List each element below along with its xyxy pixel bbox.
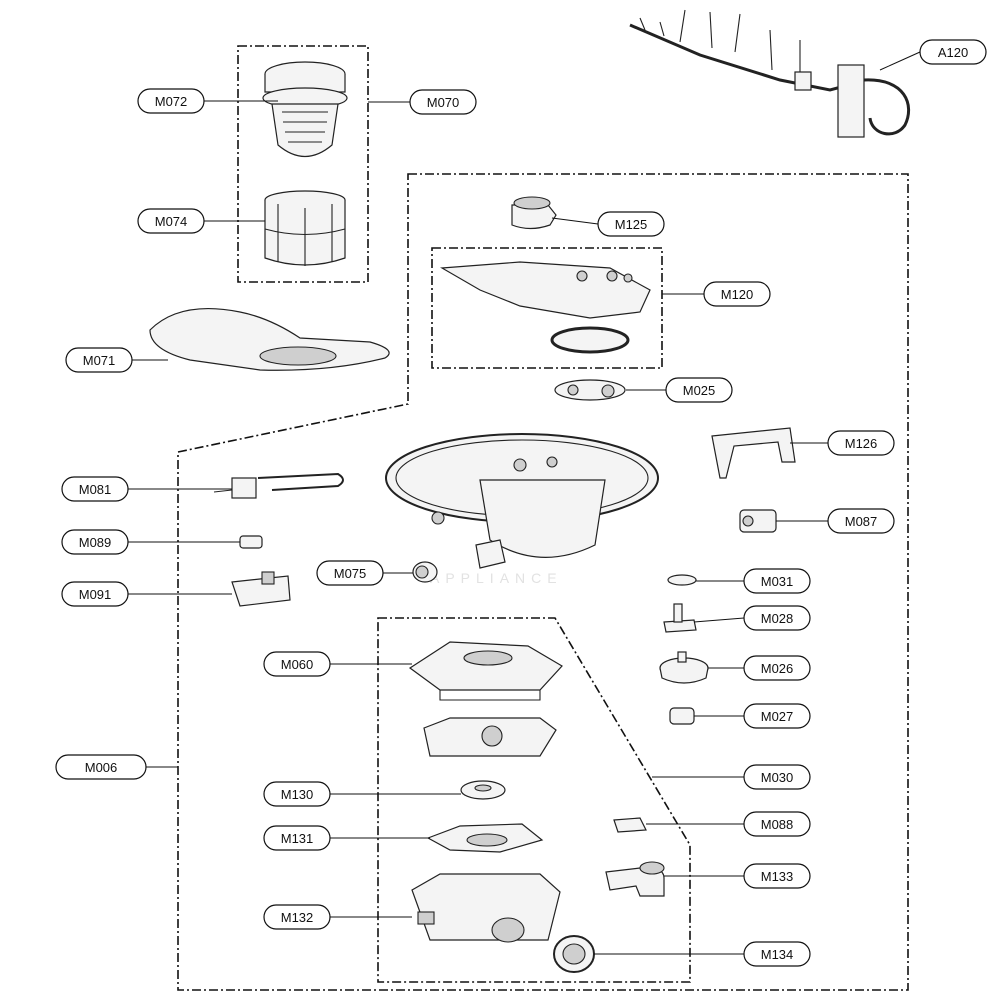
svg-text:M125: M125 <box>615 217 648 232</box>
callout-M091: M091 <box>61 581 129 607</box>
watermark: APPLIANCE <box>430 570 563 586</box>
svg-text:M074: M074 <box>155 214 188 229</box>
cover-plate-part <box>440 261 651 354</box>
svg-text:M087: M087 <box>845 514 878 529</box>
filter-plate-part <box>149 307 390 371</box>
callout-M027: M027 <box>743 703 811 729</box>
svg-text:M006: M006 <box>85 760 118 775</box>
svg-text:M025: M025 <box>683 383 716 398</box>
svg-text:M126: M126 <box>845 436 878 451</box>
pump-motor-part <box>408 641 563 701</box>
callout-M132: M132 <box>263 904 331 930</box>
svg-text:M120: M120 <box>721 287 754 302</box>
nozzle-cap-part <box>511 196 557 230</box>
callout-M133: M133 <box>743 863 811 889</box>
callout-M071: M071 <box>65 347 133 373</box>
callout-M026: M026 <box>743 655 811 681</box>
svg-text:M071: M071 <box>83 353 116 368</box>
valve-part <box>412 561 438 583</box>
cap-part <box>669 707 695 725</box>
callout-M072: M072 <box>137 88 205 114</box>
pump-housing-part <box>423 717 557 757</box>
svg-text:M134: M134 <box>761 947 794 962</box>
holder-part <box>231 571 291 607</box>
callout-M070: M070 <box>409 89 477 115</box>
group-box-m120 <box>431 247 663 369</box>
svg-text:M132: M132 <box>281 910 314 925</box>
group-box-m006 <box>177 173 909 991</box>
callout-M089: M089 <box>61 529 129 555</box>
callout-M030: M030 <box>743 764 811 790</box>
hose-part <box>605 861 665 897</box>
sump-part <box>385 433 659 569</box>
wire-harness-part <box>629 9 911 138</box>
svg-text:M030: M030 <box>761 770 794 785</box>
callout-M130: M130 <box>263 781 331 807</box>
clip-part <box>613 817 647 833</box>
svg-text:M026: M026 <box>761 661 794 676</box>
svg-text:M088: M088 <box>761 817 794 832</box>
motor-part <box>659 651 709 684</box>
group-box-m070 <box>237 45 369 283</box>
heater-part <box>213 472 344 499</box>
seal-part <box>553 935 595 973</box>
callout-A120: A120 <box>919 39 987 65</box>
callout-M126: M126 <box>827 430 895 456</box>
svg-text:M028: M028 <box>761 611 794 626</box>
impeller-part <box>460 780 506 800</box>
pump-case-part <box>411 873 561 943</box>
svg-text:M091: M091 <box>79 587 112 602</box>
svg-text:M072: M072 <box>155 94 188 109</box>
callout-M088: M088 <box>743 811 811 837</box>
callout-M131: M131 <box>263 825 331 851</box>
callout-M087: M087 <box>827 508 895 534</box>
svg-text:M131: M131 <box>281 831 314 846</box>
svg-text:M081: M081 <box>79 482 112 497</box>
callout-M125: M125 <box>597 211 665 237</box>
svg-text:A120: A120 <box>938 45 968 60</box>
svg-text:M133: M133 <box>761 869 794 884</box>
svg-text:M060: M060 <box>281 657 314 672</box>
leader-lines <box>128 51 921 955</box>
callout-M006: M006 <box>55 754 147 780</box>
pump-cover-part <box>426 823 544 853</box>
callout-M025: M025 <box>665 377 733 403</box>
callout-M074: M074 <box>137 208 205 234</box>
svg-text:M130: M130 <box>281 787 314 802</box>
sensor-part <box>663 603 697 633</box>
callout-M081: M081 <box>61 476 129 502</box>
callout-M028: M028 <box>743 605 811 631</box>
callout-M060: M060 <box>263 651 331 677</box>
o-ring-part <box>667 574 697 586</box>
mesh-filter-part <box>264 190 346 266</box>
callout-M120: M120 <box>703 281 771 307</box>
callout-M031: M031 <box>743 568 811 594</box>
filter-assembly-part <box>262 61 348 157</box>
svg-text:M031: M031 <box>761 574 794 589</box>
gasket-part <box>554 379 626 401</box>
bracket-part <box>711 427 796 479</box>
callout-M134: M134 <box>743 941 811 967</box>
svg-text:M075: M075 <box>334 566 367 581</box>
connector-part <box>239 535 263 549</box>
svg-text:M089: M089 <box>79 535 112 550</box>
svg-text:M027: M027 <box>761 709 794 724</box>
callout-M075: M075 <box>316 560 384 586</box>
svg-text:M070: M070 <box>427 95 460 110</box>
switch-part <box>739 509 777 533</box>
